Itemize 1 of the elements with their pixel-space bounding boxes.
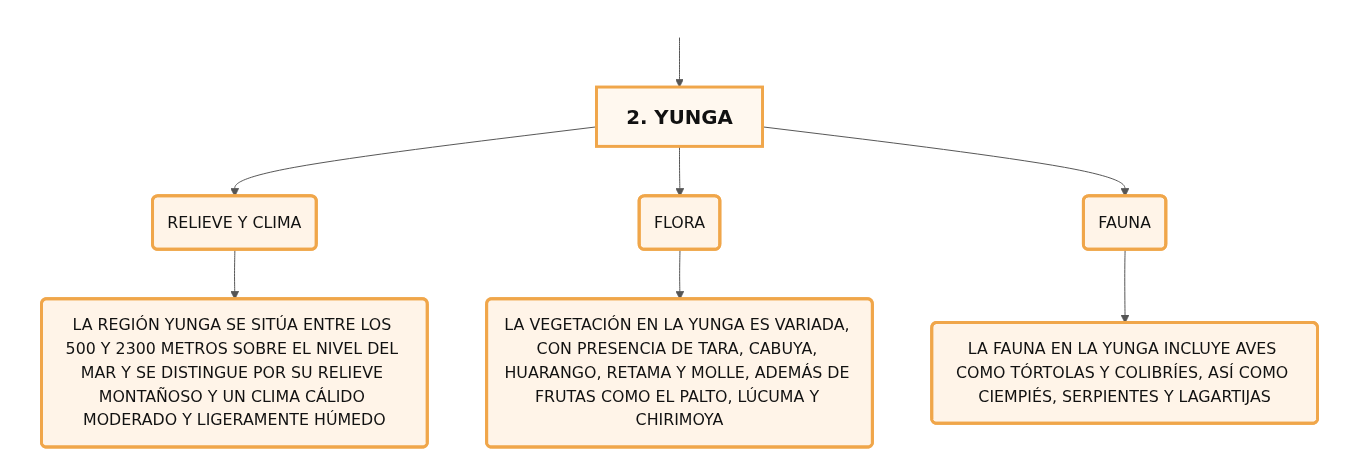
node-box: 2. YUNGA <box>595 85 764 148</box>
